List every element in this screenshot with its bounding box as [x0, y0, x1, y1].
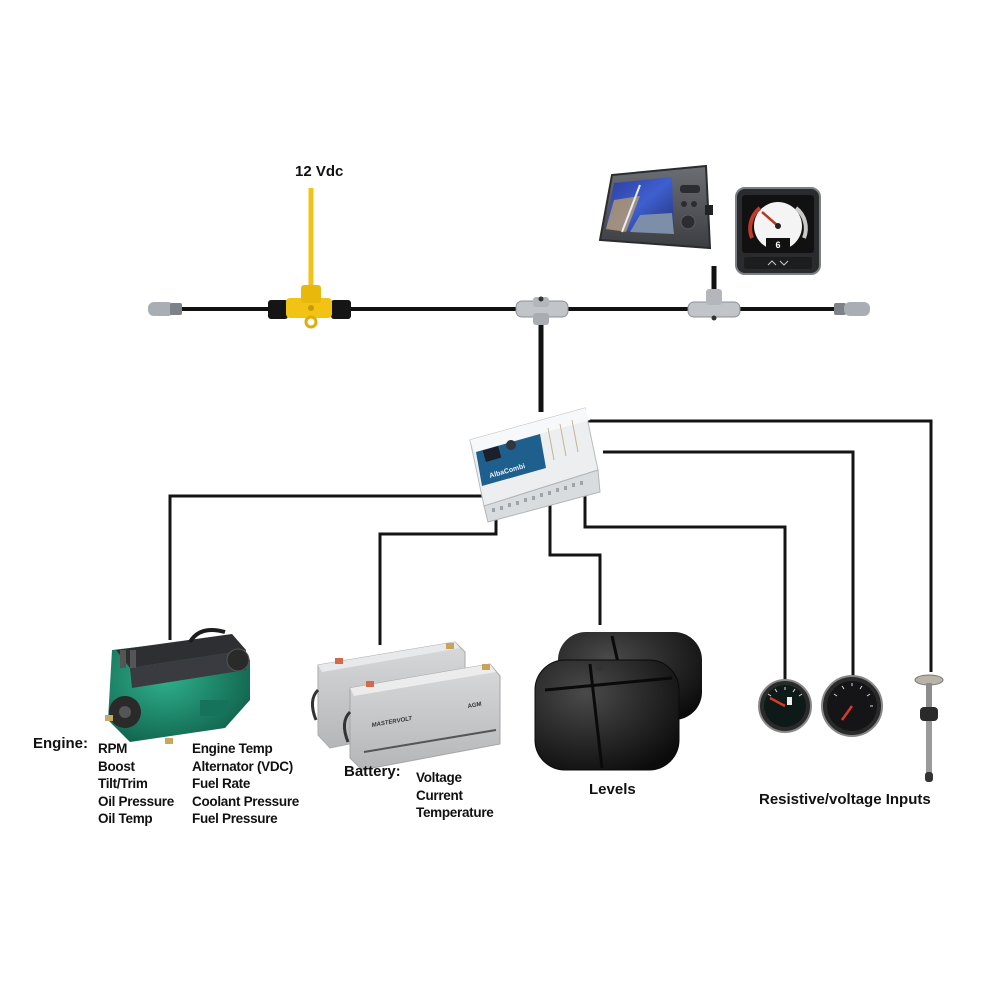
- sensor-cables: [168, 419, 933, 680]
- power-label: 12 Vdc: [295, 163, 344, 180]
- engine-param: Engine Temp: [192, 741, 273, 756]
- battery-param: Voltage: [416, 770, 462, 785]
- tank-sender-image: [914, 674, 944, 782]
- interface-tee: [515, 296, 569, 325]
- cable-gauge-2: [603, 450, 855, 678]
- engine-param: RPM: [98, 741, 128, 756]
- tank-image: [534, 632, 702, 771]
- instrument-display: 6: [735, 187, 821, 275]
- gauge-2-image: [821, 675, 883, 737]
- battery-image: MASTERVOLT AGM: [311, 641, 501, 771]
- engine-param: Fuel Pressure: [192, 811, 278, 826]
- cable-battery: [378, 508, 498, 645]
- terminator-left: [148, 302, 182, 316]
- gauge-1-image: [758, 679, 812, 733]
- levels-label: Levels: [589, 781, 636, 798]
- engine-params-col1: RPM Boost Tilt/Trim Oil Pressure Oil Tem…: [98, 740, 174, 828]
- engine-params-col2: Engine Temp Alternator (VDC) Fuel Rate C…: [192, 740, 299, 828]
- nmea-backbone: [148, 188, 870, 412]
- cable-levels: [548, 505, 602, 625]
- display-tee: [687, 289, 741, 321]
- cable-engine: [168, 494, 486, 640]
- cable-sender: [587, 419, 933, 672]
- engine-heading: Engine:: [33, 735, 88, 752]
- chartplotter-display: [598, 164, 713, 250]
- battery-type: AGM: [467, 702, 482, 710]
- battery-heading: Battery:: [344, 763, 401, 780]
- interface-module: AlbaCombi: [469, 407, 601, 523]
- engine-param: Tilt/Trim: [98, 776, 148, 791]
- cable-gauge-1: [583, 480, 787, 680]
- engine-param: Fuel Rate: [192, 776, 251, 791]
- engine-param: Oil Pressure: [98, 793, 174, 809]
- engine-param: Oil Temp: [98, 811, 153, 826]
- engine-param: Boost: [98, 758, 135, 774]
- engine-param: Alternator (VDC): [192, 758, 293, 774]
- battery-param: Current: [416, 787, 463, 803]
- inputs-label: Resistive/voltage Inputs: [759, 791, 931, 808]
- power-tee: [268, 285, 351, 329]
- engine-image: [105, 628, 250, 744]
- engine-param: Coolant Pressure: [192, 793, 299, 809]
- battery-params: Voltage Current Temperature: [416, 769, 494, 822]
- battery-param: Temperature: [416, 805, 494, 820]
- terminator-right: [834, 302, 870, 316]
- instrument-readout: 6: [775, 240, 780, 250]
